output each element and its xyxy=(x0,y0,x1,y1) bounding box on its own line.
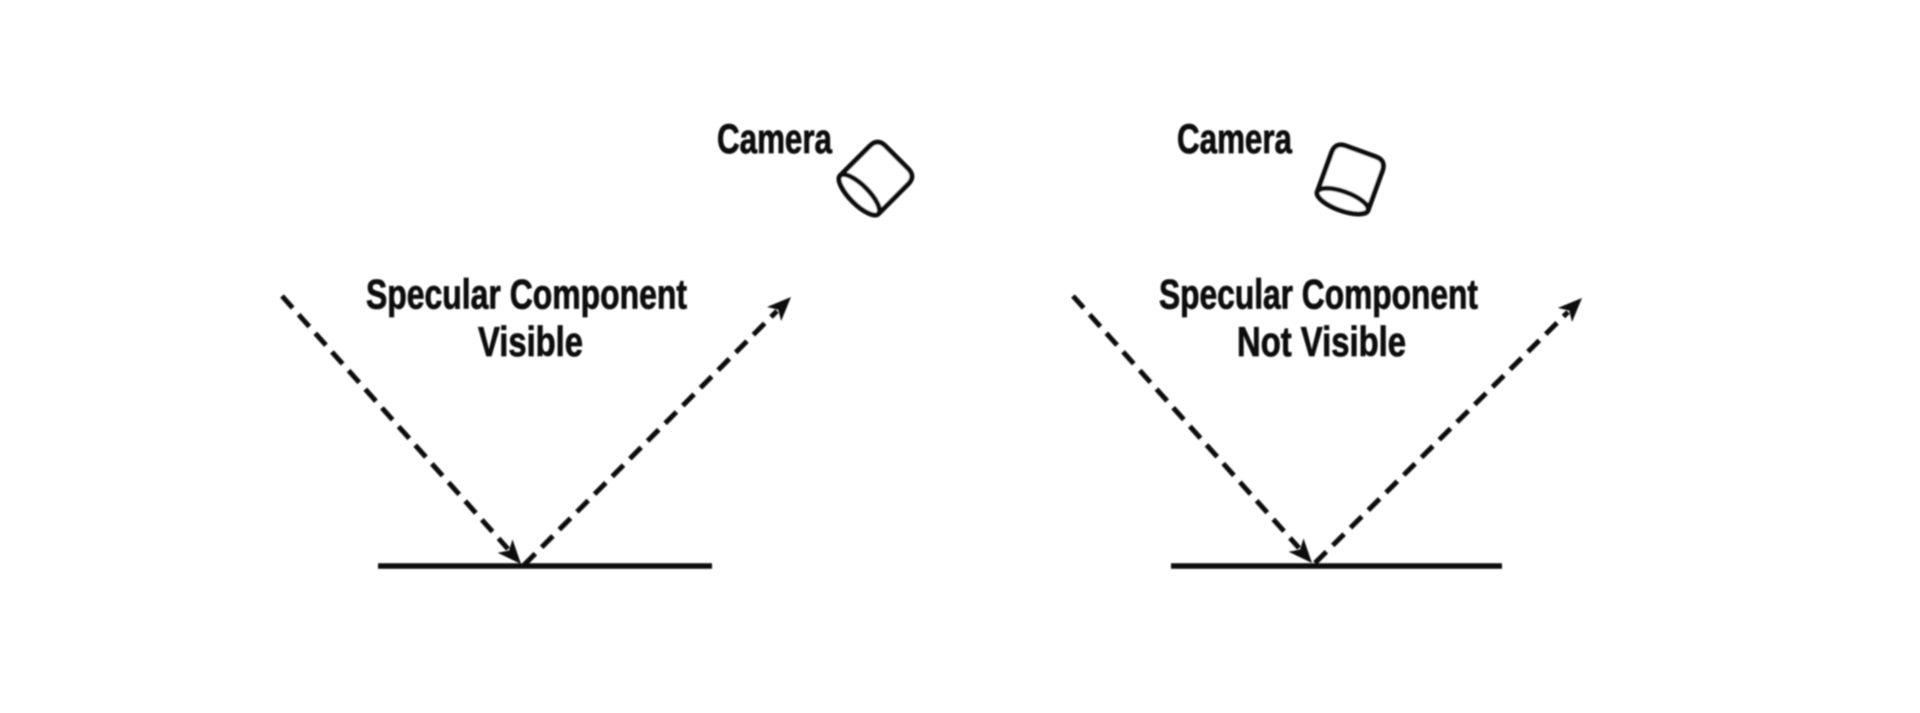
svg-text:Not Visible: Not Visible xyxy=(1237,318,1406,365)
svg-text:Specular Component: Specular Component xyxy=(1159,271,1478,318)
svg-text:Camera: Camera xyxy=(1177,115,1292,162)
svg-text:Specular Component: Specular Component xyxy=(366,271,687,318)
svg-text:Camera: Camera xyxy=(717,115,832,162)
svg-text:Visible: Visible xyxy=(478,318,583,365)
